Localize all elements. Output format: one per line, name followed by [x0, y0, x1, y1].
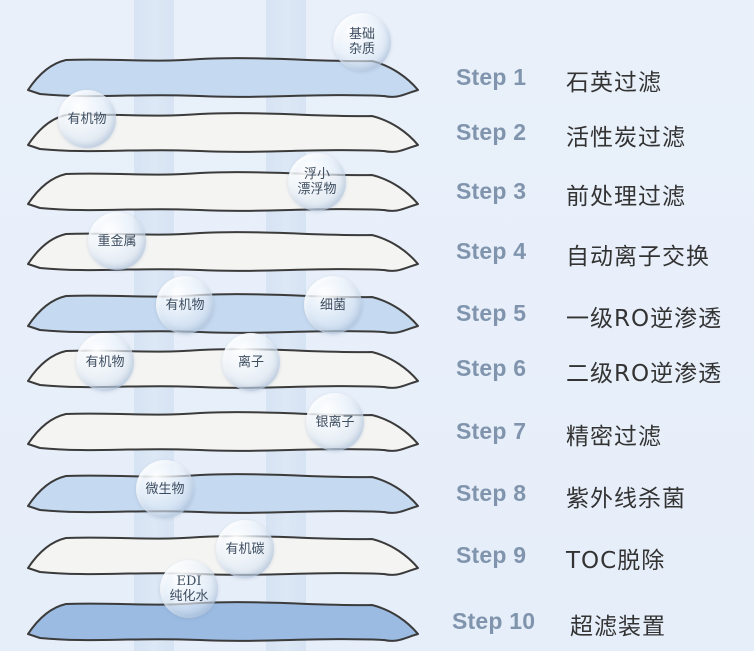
step-label-6: Step 6	[456, 355, 527, 381]
step-title-7: 精密过滤	[566, 424, 662, 450]
contaminant-bubble: 有机物	[76, 333, 134, 391]
filter-sheet-4	[27, 231, 419, 272]
step-label-9: Step 9	[456, 542, 527, 568]
bubble-label: 微生物	[145, 481, 185, 497]
bubble-label: 基础 杂质	[348, 27, 375, 57]
contaminant-bubble: 基础 杂质	[333, 13, 391, 71]
step-label-1: Step 1	[456, 64, 527, 90]
filter-sheet-10	[27, 601, 419, 642]
bubble-label: 细菌	[319, 297, 346, 313]
step-label-2: Step 2	[456, 119, 527, 145]
bubble-label: 有机碳	[225, 541, 265, 557]
step-title-9: TOC脱除	[566, 548, 666, 574]
contaminant-bubble: 有机碳	[216, 520, 274, 578]
step-title-2: 活性炭过滤	[566, 125, 686, 151]
step-label-10: Step 10	[452, 608, 536, 634]
contaminant-bubble: 微生物	[136, 460, 194, 518]
filter-sheet-3	[27, 171, 419, 212]
step-label-8: Step 8	[456, 480, 527, 506]
step-label-4: Step 4	[456, 238, 527, 264]
bubble-label: 离子	[237, 354, 264, 370]
bubble-label: 有机物	[67, 111, 107, 127]
bubble-label: EDI 纯化水	[169, 574, 209, 604]
step-title-6: 二级RO逆渗透	[566, 361, 723, 387]
step-title-1: 石英过滤	[566, 70, 662, 96]
contaminant-bubble: 离子	[222, 333, 280, 391]
step-title-8: 紫外线杀菌	[566, 486, 686, 512]
bubble-label: 有机物	[165, 297, 205, 313]
step-title-10: 超滤装置	[570, 614, 666, 640]
contaminant-bubble: 有机物	[156, 276, 214, 334]
bubble-label: 浮小 漂浮物	[297, 167, 337, 197]
step-title-3: 前处理过滤	[566, 184, 686, 210]
bubble-label: 有机物	[85, 354, 125, 370]
step-label-3: Step 3	[456, 178, 527, 204]
step-title-5: 一级RO逆渗透	[566, 306, 723, 332]
contaminant-bubble: 浮小 漂浮物	[288, 153, 346, 211]
contaminant-bubble: EDI 纯化水	[160, 560, 218, 618]
step-label-7: Step 7	[456, 418, 527, 444]
contaminant-bubble: 有机物	[58, 90, 116, 148]
contaminant-bubble: 重金属	[88, 212, 146, 270]
contaminant-bubble: 银离子	[306, 393, 364, 451]
contaminant-bubble: 细菌	[304, 276, 362, 334]
step-title-4: 自动离子交换	[566, 244, 710, 270]
step-label-5: Step 5	[456, 300, 527, 326]
filter-sheet-1	[27, 57, 419, 98]
bubble-label: 重金属	[97, 233, 137, 249]
filter-sheet-8	[27, 473, 419, 514]
bubble-label: 银离子	[315, 414, 355, 430]
